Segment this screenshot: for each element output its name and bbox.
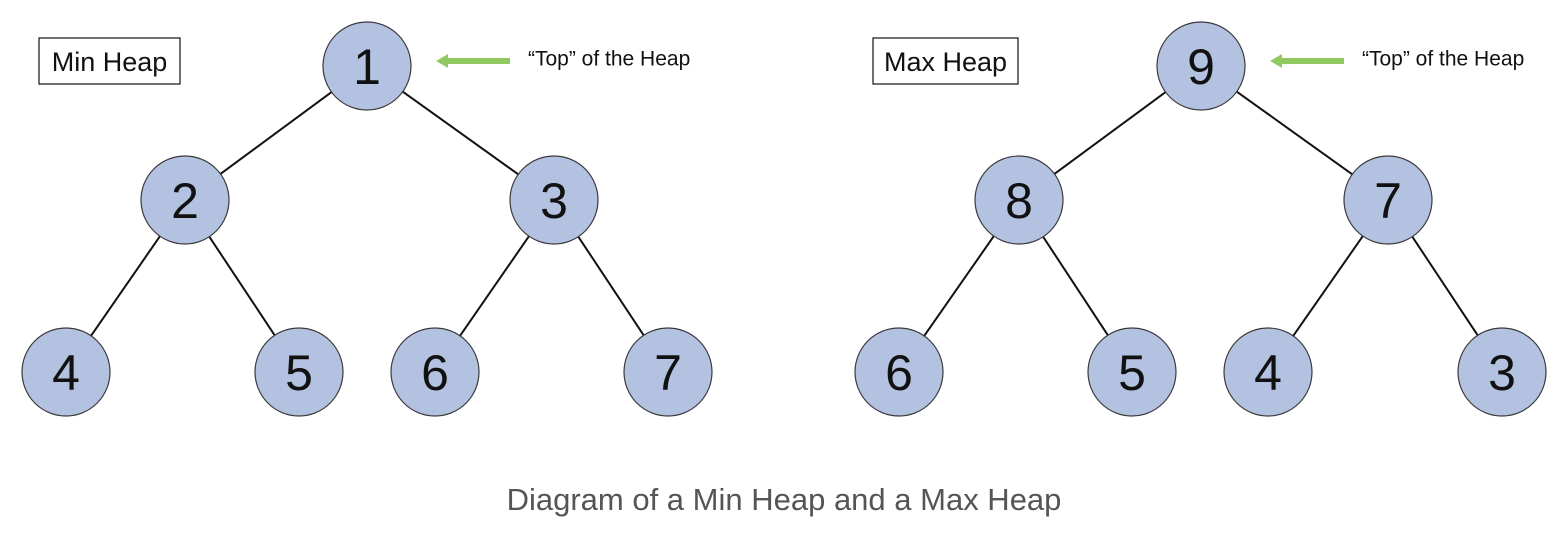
max-heap-node-circle: [1457, 327, 1547, 417]
max-heap-edge: [1292, 235, 1364, 337]
min-heap-tree: 1 2 3 4 5 6 7 Min Heap “Top” of the Heap: [21, 21, 713, 417]
min-heap-node: 4: [21, 327, 111, 417]
max-heap-node: 3: [1457, 327, 1547, 417]
max-heap-node: 7: [1343, 155, 1433, 245]
arrow-left-icon: [1270, 54, 1344, 68]
max-heap-edge: [1042, 236, 1109, 336]
max-heap-node-value: 9: [1187, 39, 1215, 95]
min-heap-node: 2: [140, 155, 230, 245]
min-heap-title-label: Min Heap: [52, 47, 168, 77]
min-heap-edge: [459, 235, 530, 337]
min-heap-top-label: “Top” of the Heap: [528, 48, 690, 71]
min-heap-node-circle: [390, 327, 480, 417]
max-heap-node-value: 6: [885, 345, 913, 401]
min-heap-node-value: 5: [285, 345, 313, 401]
max-heap-node-circle: [854, 327, 944, 417]
max-heap-node-circle: [1223, 327, 1313, 417]
min-heap-node-value: 7: [654, 345, 682, 401]
min-heap-node-circle: [21, 327, 111, 417]
max-heap-top-label: “Top” of the Heap: [1362, 48, 1524, 71]
min-heap-node-circle: [623, 327, 713, 417]
min-heap-edge: [577, 236, 645, 336]
arrow-left-icon: [436, 54, 510, 68]
min-heap-node-circle: [254, 327, 344, 417]
max-heap-node-circle: [1087, 327, 1177, 417]
min-heap-node: 5: [254, 327, 344, 417]
max-heap-node: 4: [1223, 327, 1313, 417]
max-heap-node-value: 5: [1118, 345, 1146, 401]
max-heap-node-value: 7: [1374, 173, 1402, 229]
min-heap-title: Min Heap: [38, 37, 181, 85]
max-heap-title: Max Heap: [872, 37, 1019, 85]
max-heap-edge: [923, 235, 995, 337]
min-heap-node: 3: [509, 155, 599, 245]
max-heap-node: 5: [1087, 327, 1177, 417]
max-heap-edge: [1053, 91, 1167, 175]
max-heap-node-value: 3: [1488, 345, 1516, 401]
min-heap-edge: [208, 236, 276, 336]
max-heap-node-value: 4: [1254, 345, 1282, 401]
max-heap-node: 9: [1156, 21, 1246, 111]
min-heap-node: 7: [623, 327, 713, 417]
min-heap-edge: [402, 90, 519, 176]
min-heap-node-value: 2: [171, 173, 199, 229]
max-heap-edge: [1236, 90, 1353, 176]
min-heap-node-value: 3: [540, 173, 568, 229]
min-heap-edge: [219, 91, 333, 175]
diagram-caption: Diagram of a Min Heap and a Max Heap: [506, 482, 1062, 517]
max-heap-node-circle: [974, 155, 1064, 245]
min-heap-node-value: 1: [353, 39, 381, 95]
min-heap-node-circle: [509, 155, 599, 245]
max-heap-tree: 9 8 7 6 5 4 3 Max Heap “Top” of the Heap: [854, 21, 1547, 417]
max-heap-node: 6: [854, 327, 944, 417]
min-heap-node: 1: [322, 21, 412, 111]
min-heap-node-circle: [322, 21, 412, 111]
max-heap-node-value: 8: [1005, 173, 1033, 229]
max-heap-title-box: [872, 37, 1019, 85]
max-heap-node: 8: [974, 155, 1064, 245]
max-heap-node-circle: [1156, 21, 1246, 111]
max-heap-edge: [1411, 236, 1479, 336]
min-heap-edge: [90, 235, 161, 337]
min-heap-node-circle: [140, 155, 230, 245]
min-heap-node-value: 6: [421, 345, 449, 401]
max-heap-node-circle: [1343, 155, 1433, 245]
max-heap-title-label: Max Heap: [884, 47, 1007, 77]
min-heap-node: 6: [390, 327, 480, 417]
min-heap-title-box: [38, 37, 181, 85]
min-heap-node-value: 4: [52, 345, 80, 401]
